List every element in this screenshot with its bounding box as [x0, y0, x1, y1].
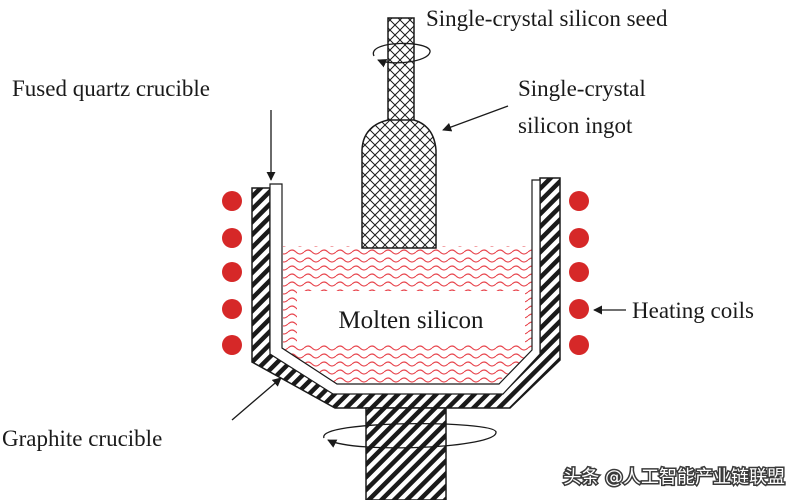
quartz-crucible — [269, 179, 541, 395]
graphite-label: Graphite crucible — [2, 426, 162, 451]
ingot-pointer-arrow — [442, 105, 509, 132]
heating-coil — [222, 335, 242, 355]
ingot-label-line1: Single-crystal — [518, 76, 646, 101]
ingot-label-line2: silicon ingot — [518, 113, 633, 138]
heating-coil — [569, 262, 589, 282]
crucible-rotation-arrow — [323, 422, 497, 449]
seed-rotation-arrow — [373, 42, 431, 68]
heating-coil — [222, 262, 242, 282]
silicon-ingot — [361, 119, 437, 249]
seed-rod — [387, 17, 415, 123]
heating-coil — [569, 191, 589, 211]
heating-coil — [569, 299, 589, 319]
heating-coil — [222, 191, 242, 211]
molten-label-box — [297, 291, 525, 345]
watermark: 头条 @人工智能产业链联盟 — [563, 467, 785, 488]
graphite-pointer-arrow — [231, 377, 282, 421]
heating-coil — [222, 299, 242, 319]
graphite-shaft — [365, 407, 447, 500]
quartz-label: Fused quartz crucible — [12, 76, 210, 101]
heating-coil — [569, 335, 589, 355]
heating-coil — [222, 228, 242, 248]
heating-coil — [569, 228, 589, 248]
seed-label: Single-crystal silicon seed — [426, 6, 668, 31]
molten-label: Molten silicon — [338, 307, 484, 334]
heating-label: Heating coils — [632, 298, 754, 323]
